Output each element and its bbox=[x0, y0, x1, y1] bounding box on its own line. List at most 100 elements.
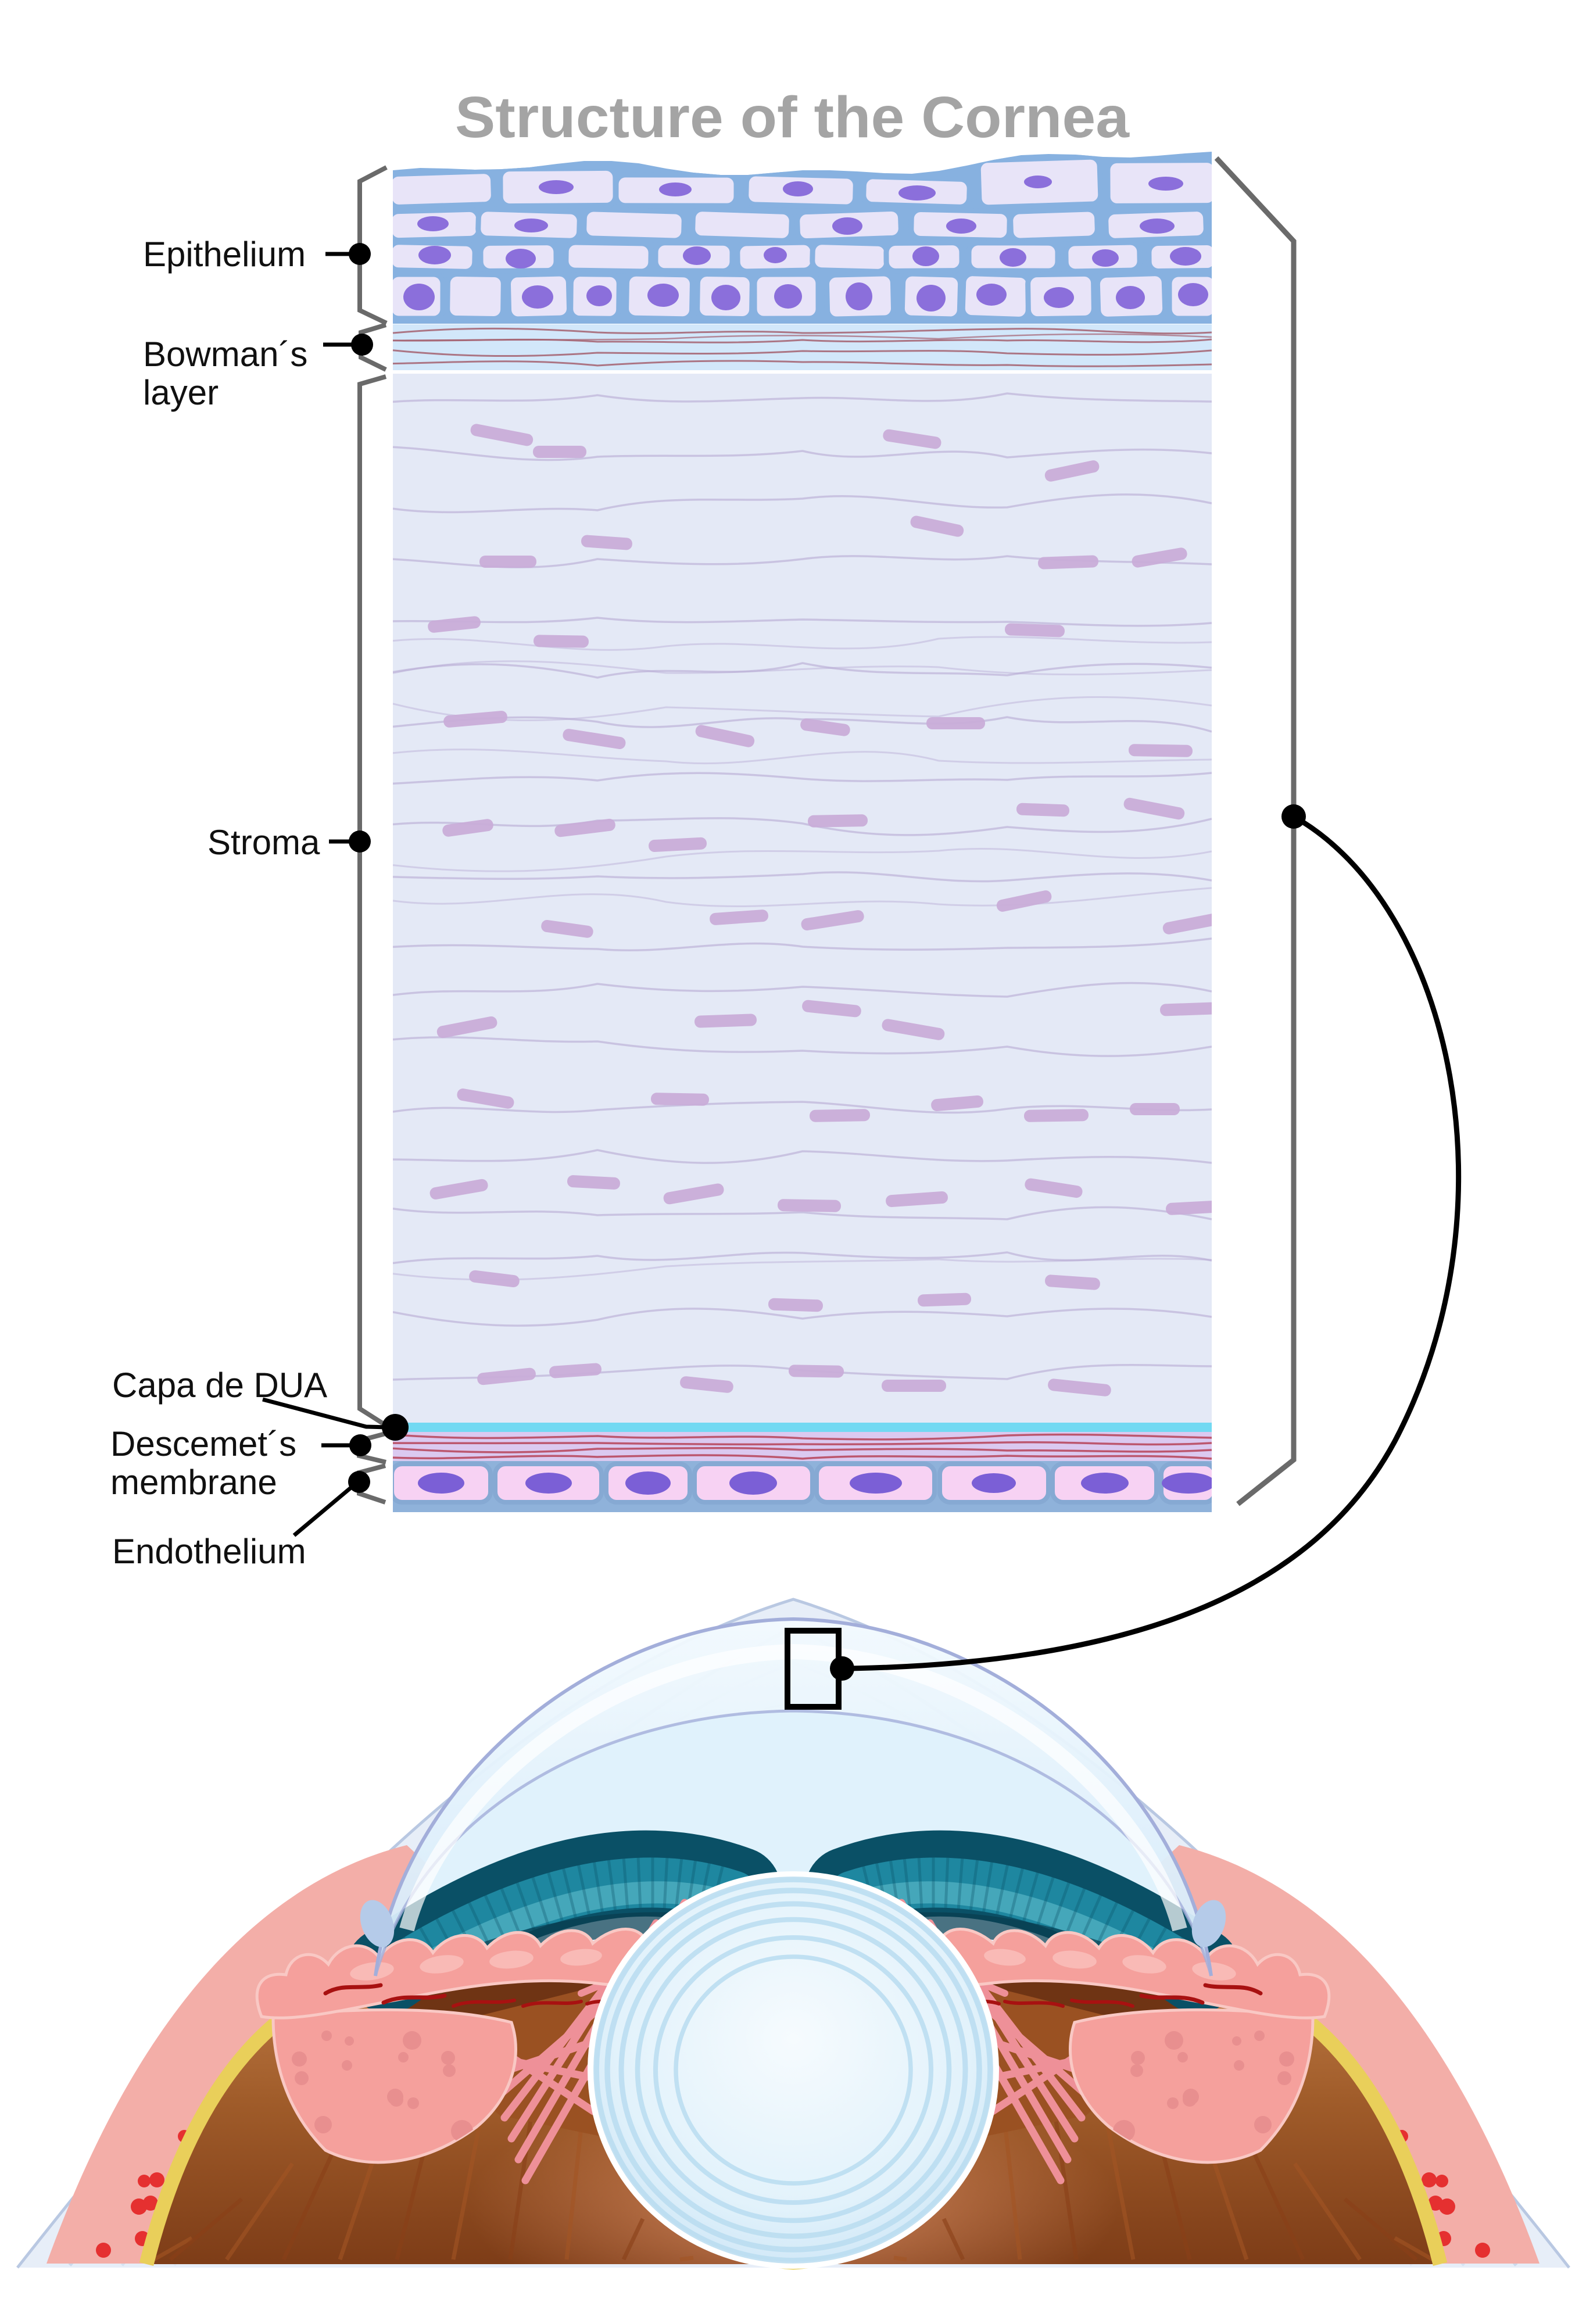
ciliary-dot bbox=[292, 2051, 307, 2067]
ciliary-vessel bbox=[1203, 1983, 1263, 1996]
stroma-lamella bbox=[393, 871, 1212, 883]
keratocyte bbox=[918, 1292, 972, 1307]
keratocyte bbox=[479, 556, 536, 568]
cornea bbox=[374, 1617, 1213, 1976]
ciliary-dot bbox=[1254, 2031, 1265, 2041]
keratocyte bbox=[886, 1191, 948, 1208]
cell-nucleus bbox=[539, 180, 574, 194]
keratocyte bbox=[788, 1365, 844, 1378]
ciliary-dot bbox=[1165, 2031, 1183, 2050]
ciliary-dot bbox=[1131, 2051, 1145, 2065]
cell-nucleus bbox=[850, 1473, 902, 1494]
cell-nucleus bbox=[1140, 219, 1175, 234]
page-title: Structure of the Cornea bbox=[455, 85, 1130, 150]
stroma-lamella bbox=[393, 392, 1212, 403]
retina-striation bbox=[941, 2218, 965, 2261]
cell-nucleus bbox=[1024, 176, 1052, 188]
iris-ray bbox=[592, 1860, 604, 1914]
iris-ray bbox=[674, 1857, 683, 1911]
stroma-lamella bbox=[393, 1308, 1212, 1327]
epithelial-cell bbox=[445, 271, 506, 321]
iris-ray bbox=[944, 1856, 950, 1910]
iris-ray bbox=[531, 1875, 550, 1927]
cell-nucleus bbox=[417, 216, 449, 231]
choroid-dot-red bbox=[96, 2243, 111, 2258]
limbus-right bbox=[1191, 1900, 1226, 1947]
label-endothelium: Endothelium bbox=[112, 1532, 306, 1571]
keratocyte bbox=[581, 535, 632, 550]
epithelial-cell bbox=[563, 239, 654, 274]
dot-stroma bbox=[349, 830, 371, 853]
cell-nucleus bbox=[898, 185, 936, 200]
epithelial-cell bbox=[581, 206, 687, 243]
iris-ray bbox=[636, 1856, 642, 1910]
keratocyte bbox=[1038, 555, 1099, 570]
ciliary-dot bbox=[1254, 2116, 1272, 2133]
keratocyte bbox=[694, 1014, 757, 1028]
cell-nucleus bbox=[1170, 247, 1201, 266]
cell-nucleus bbox=[916, 285, 946, 311]
keratocyte bbox=[469, 1270, 520, 1288]
cell-nucleus bbox=[764, 247, 787, 263]
keratocyte bbox=[882, 1019, 945, 1040]
epithelial-cell bbox=[690, 206, 794, 243]
retina-striation bbox=[169, 2197, 244, 2261]
ciliary-dot bbox=[1279, 2051, 1294, 2067]
cell-nucleus bbox=[1116, 286, 1145, 309]
retina-striation bbox=[153, 2236, 193, 2262]
stroma-lamella bbox=[393, 716, 1212, 733]
dot-endothelium bbox=[348, 1471, 370, 1493]
keratocyte bbox=[428, 616, 481, 633]
layer-stroma bbox=[393, 374, 1212, 1423]
keratocyte bbox=[1123, 797, 1185, 820]
keratocyte bbox=[1162, 912, 1212, 934]
keratocyte bbox=[800, 718, 850, 736]
keratocyte bbox=[931, 1095, 983, 1112]
keratocyte bbox=[470, 424, 534, 446]
stroma-lamella bbox=[393, 1258, 1212, 1281]
stroma-lamella bbox=[393, 1149, 1212, 1164]
lens-ring bbox=[604, 1888, 982, 2253]
cell-nucleus bbox=[418, 1473, 464, 1494]
stroma-lamella bbox=[393, 772, 1212, 785]
lens-ring bbox=[593, 1877, 993, 2264]
keratocyte bbox=[1044, 460, 1100, 482]
cell-nucleus bbox=[846, 282, 872, 310]
keratocyte bbox=[1128, 744, 1193, 757]
ciliary-oval bbox=[1192, 1962, 1236, 1981]
keratocyte bbox=[541, 919, 593, 938]
keratocyte bbox=[910, 515, 964, 537]
ciliary-dot bbox=[314, 2116, 332, 2133]
dot-epithelium bbox=[349, 243, 371, 265]
ciliary-dot bbox=[321, 2031, 332, 2041]
ciliary-dot bbox=[443, 2064, 456, 2077]
keratocyte bbox=[710, 909, 768, 925]
lens-body bbox=[588, 1871, 999, 2269]
cell-nucleus bbox=[976, 284, 1007, 306]
retina-striation bbox=[1343, 2197, 1418, 2261]
cell-nucleus bbox=[403, 284, 435, 310]
lens-ring bbox=[674, 1954, 913, 2186]
ciliary-vessel bbox=[1003, 2000, 1065, 2008]
ciliary-dot bbox=[407, 2097, 419, 2109]
keratocyte bbox=[777, 1199, 841, 1212]
cell-nucleus bbox=[729, 1471, 777, 1495]
ciliary-dot bbox=[1130, 2064, 1143, 2077]
bowman-fiber bbox=[392, 360, 1212, 367]
descemets-fibers bbox=[392, 1433, 1212, 1460]
keratocyte bbox=[443, 711, 507, 728]
ciliary-dot bbox=[1177, 2052, 1188, 2062]
keratocyte bbox=[533, 635, 589, 648]
keratocyte bbox=[533, 446, 586, 458]
ciliary-dot bbox=[403, 2031, 421, 2050]
cell-nucleus bbox=[683, 246, 711, 265]
choroid-dot-red bbox=[1428, 2196, 1443, 2211]
stroma-lamella bbox=[393, 493, 1212, 514]
keratocyte bbox=[768, 1298, 823, 1312]
cell-nucleus bbox=[522, 285, 553, 309]
ciliary-dot bbox=[1183, 2093, 1197, 2107]
cell-nucleus bbox=[832, 217, 862, 235]
ciliary-vessel bbox=[452, 1999, 516, 2008]
bowmans-fibers bbox=[392, 327, 1212, 367]
